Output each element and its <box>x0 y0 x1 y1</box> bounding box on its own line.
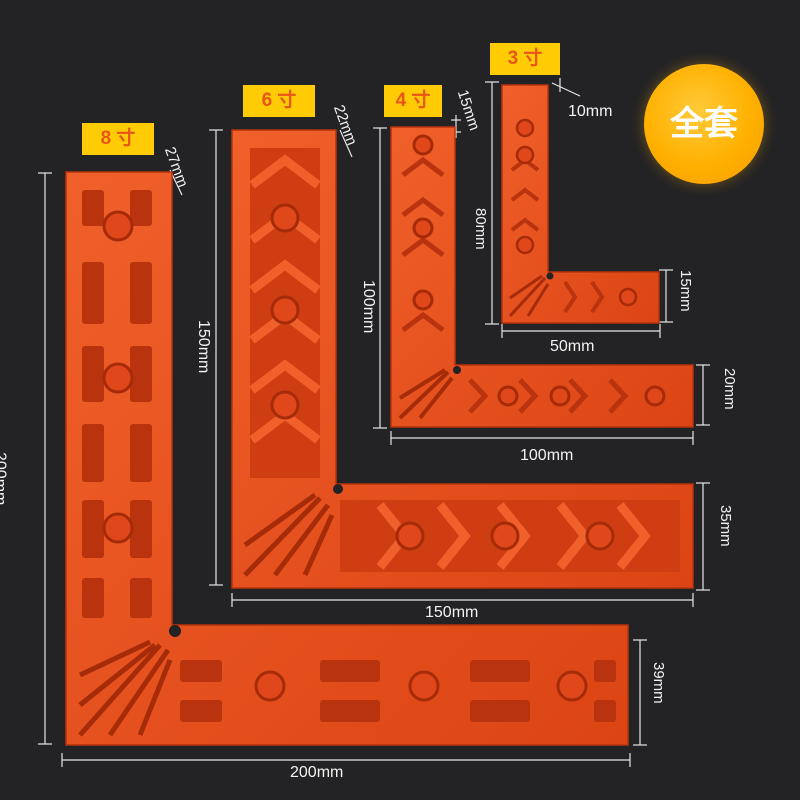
size-tag-6-inch: 6 寸 <box>243 85 315 117</box>
square-3-inch <box>501 84 660 324</box>
dim-4-arm-right: 20mm <box>721 368 738 410</box>
dim-3-arm-top: 10mm <box>568 103 613 120</box>
dim-4-width: 100mm <box>520 447 574 464</box>
square-6-inch <box>231 129 694 589</box>
dim-3-width: 50mm <box>550 338 595 355</box>
size-tag-4-inch: 4 寸 <box>384 85 442 117</box>
dim-6-height: 150mm <box>195 320 212 374</box>
dim-6-width: 150mm <box>425 604 479 621</box>
dim-8-width: 200mm <box>290 764 344 781</box>
dim-4-height: 100mm <box>360 280 377 334</box>
square-4-inch <box>390 126 694 428</box>
dim-6-arm-right: 35mm <box>717 505 734 547</box>
square-8-inch <box>65 171 629 746</box>
size-tag-8-inch: 8 寸 <box>82 123 154 155</box>
dimension-lines <box>38 78 710 767</box>
full-set-badge: 全套 <box>644 64 764 184</box>
dim-8-arm-right: 39mm <box>650 662 667 704</box>
dim-3-height: 80mm <box>472 208 489 250</box>
size-tag-3-inch: 3 寸 <box>490 43 560 75</box>
dim-3-arm-right: 15mm <box>677 270 694 312</box>
dim-8-height: 200mm <box>0 452 9 506</box>
